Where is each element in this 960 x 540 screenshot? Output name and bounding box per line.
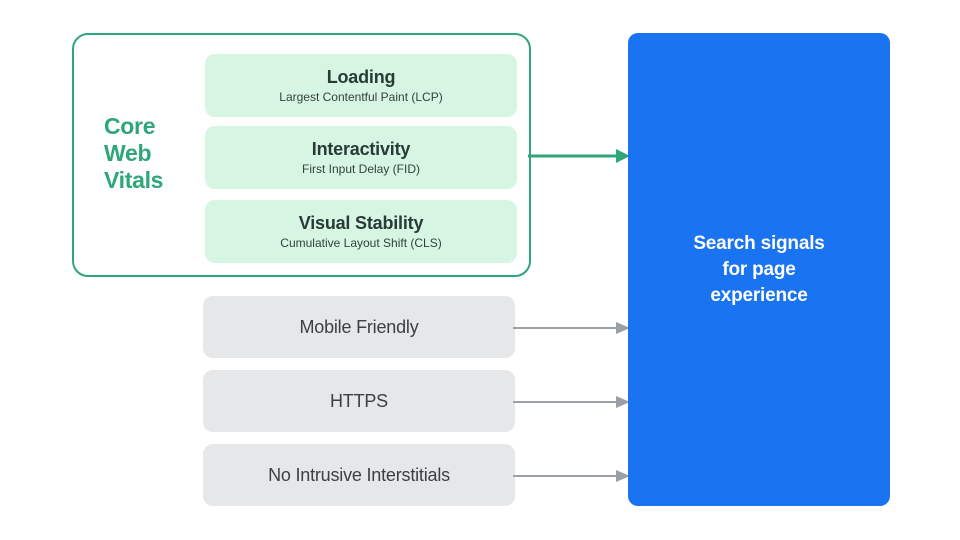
signal-card-https: HTTPS [203, 370, 515, 432]
metric-card-loading: Loading Largest Contentful Paint (LCP) [205, 54, 517, 117]
metric-subtitle: First Input Delay (FID) [301, 162, 421, 176]
core-web-vitals-group: Core Web Vitals Loading Largest Contentf… [72, 33, 531, 277]
arrow-green-icon [528, 149, 630, 163]
metric-subtitle: Largest Contentful Paint (LCP) [279, 90, 443, 104]
arrow-gray-interstitials-icon [513, 470, 630, 482]
result-text: Search signals for page experience [693, 232, 825, 306]
signal-label: No Intrusive Interstitials [268, 465, 450, 485]
signal-card-no-intrusive-interstitials: No Intrusive Interstitials [203, 444, 515, 506]
metric-card-visual-stability: Visual Stability Cumulative Layout Shift… [205, 200, 517, 263]
arrow-gray-mobile-friendly-icon [513, 322, 630, 334]
signal-label: Mobile Friendly [299, 317, 419, 337]
signal-label: HTTPS [329, 391, 388, 411]
signal-card-mobile-friendly: Mobile Friendly [203, 296, 515, 358]
arrow-gray-https-icon [513, 396, 630, 408]
metric-subtitle: Cumulative Layout Shift (CLS) [280, 236, 442, 250]
metric-title: Interactivity [311, 139, 411, 159]
metric-title: Loading [326, 67, 396, 87]
core-web-vitals-label: Core Web Vitals [104, 113, 164, 193]
metric-card-interactivity: Interactivity First Input Delay (FID) [205, 126, 517, 189]
metric-title: Visual Stability [298, 213, 424, 233]
search-signals-result-box: Search signals for page experience [628, 33, 890, 506]
